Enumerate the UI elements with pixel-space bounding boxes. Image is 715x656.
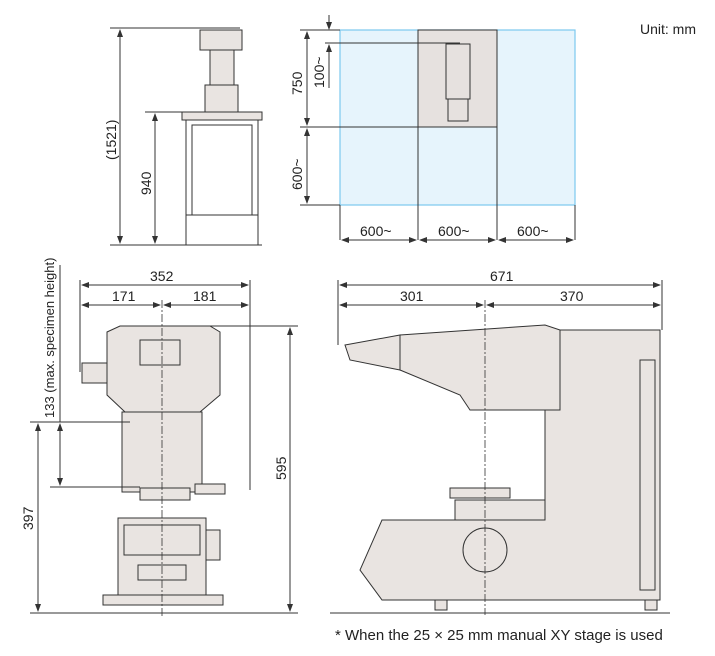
rear-depth-label: 370 — [560, 288, 584, 304]
machine-base — [204, 84, 239, 113]
overall-width-label: 352 — [150, 268, 174, 284]
footnote: * When the 25 × 25 mm manual XY stage is… — [335, 627, 663, 644]
left-width-label: 171 — [112, 288, 136, 304]
width-label-center: 600~ — [438, 223, 470, 239]
eyepiece — [81, 362, 108, 384]
right-width-label: 181 — [193, 288, 217, 304]
table-frame — [185, 119, 259, 246]
table-top — [181, 111, 263, 121]
max-specimen-label: 133 (max. specimen height) — [42, 258, 57, 418]
xy-stage-side — [449, 487, 511, 499]
machine-head — [199, 29, 243, 51]
machine-frame — [359, 329, 661, 601]
table-height-label: 940 — [138, 171, 154, 195]
front-view: 352 171 181 595 397 133 (max. specimen h… — [20, 258, 298, 618]
front-clearance-label: 600~ — [289, 158, 305, 190]
unit-label: Unit: mm — [640, 21, 696, 37]
total-height-label: (1521) — [103, 120, 119, 160]
eyepiece-tube — [344, 334, 401, 371]
head-housing — [106, 325, 221, 413]
machine-column — [209, 49, 235, 86]
width-label-left: 600~ — [360, 223, 392, 239]
machine-footprint — [417, 29, 498, 128]
depth-label: 750 — [289, 71, 305, 95]
front-depth-label: 301 — [400, 288, 424, 304]
xy-stage — [139, 487, 191, 501]
side-view: 671 301 370 — [330, 268, 670, 615]
rear-clearance-label: 100~ — [311, 56, 327, 88]
height-label: 595 — [273, 456, 289, 480]
overall-depth-label: 671 — [490, 268, 514, 284]
width-label-right: 600~ — [517, 223, 549, 239]
side-elevation-view: (1521) 940 — [103, 27, 263, 246]
stage-height-label: 397 — [20, 506, 36, 530]
floor-plan-view: 750 100~ 600~ 600~ 600~ 600~ — [289, 15, 576, 243]
arm — [399, 324, 561, 411]
